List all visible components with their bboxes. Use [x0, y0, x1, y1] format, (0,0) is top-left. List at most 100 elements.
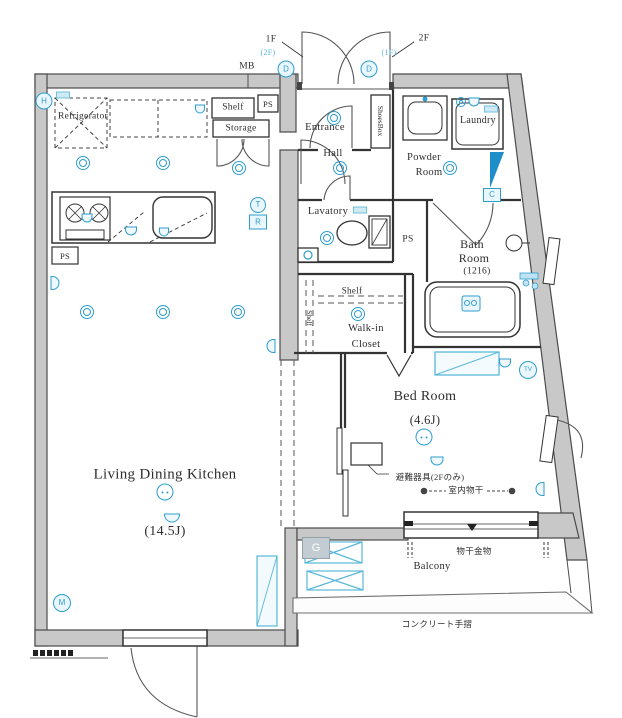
box-g-icon: G: [302, 537, 330, 559]
outlet-circle-icon: [456, 97, 466, 107]
downlight-icon: [156, 156, 170, 170]
circle-h-text: H: [41, 96, 47, 105]
box-c-icon: C: [483, 188, 501, 202]
refrigerator-outline: [54, 97, 208, 149]
outlet-icon: [499, 358, 511, 368]
circle-t-icon: T: [250, 197, 266, 213]
label-shelf-vertical: Shelf: [304, 310, 314, 326]
label-ps-top: PS: [262, 98, 274, 109]
interior-walls: [294, 86, 541, 428]
indoor-drying-marker: [420, 487, 516, 495]
bath-faucet-marks: [519, 272, 539, 290]
ceiling-light-icon: [415, 428, 433, 446]
label-entrance: Entrance: [305, 121, 345, 133]
label-powder-2: Room: [415, 166, 443, 178]
outlet-icon: [468, 97, 480, 107]
label-shelf-top: Shelf: [222, 102, 244, 113]
label-bedroom: Bed Room: [393, 389, 457, 404]
dashed-guides: [280, 280, 403, 528]
spec-tag: [353, 206, 367, 214]
circle-d-right-icon: D: [360, 60, 378, 78]
label-ldk: Living Dining Kitchen: [93, 466, 237, 483]
circle-tv-text: TV: [524, 367, 532, 373]
label-evacuation: 避難器具(2Fのみ): [395, 471, 465, 482]
circle-h-icon: H: [35, 92, 53, 110]
box-r-icon: R: [249, 214, 267, 230]
label-ps-bath: PS: [402, 234, 414, 245]
balcony-slant-edges: [566, 559, 593, 614]
downlight-icon: [231, 305, 245, 319]
label-shelf-walkin: Shelf: [341, 285, 363, 296]
circle-d-left-text: D: [283, 64, 289, 73]
balcony-equipment: [304, 541, 364, 591]
circle-m-icon: M: [53, 594, 71, 612]
kitchen-fitting-icon: [125, 226, 137, 236]
label-laundry: Laundry: [460, 115, 496, 126]
drain-pan-mark: [303, 250, 313, 260]
leader-lines: [30, 41, 415, 659]
pendant-light-icon: [430, 456, 444, 466]
circle-m-text: M: [58, 598, 66, 607]
wall-outlet-icon: [535, 482, 545, 496]
label-1f: 1F: [265, 34, 277, 45]
duct-space-triangle: [490, 152, 504, 188]
stove-fitting-icon: [81, 213, 93, 223]
folding-door-mark: [386, 354, 412, 378]
downlight-icon: [156, 305, 170, 319]
door-swings: [130, 31, 584, 718]
label-indoor-drying: 室内物干: [448, 484, 484, 495]
label-walkin-1: Walk-in: [348, 322, 384, 334]
label-ref-1f: (1F): [381, 48, 397, 57]
concrete-handrail: [292, 591, 594, 614]
sliding-door: [336, 427, 349, 517]
label-storage: Storage: [225, 123, 257, 134]
fix-window-blue: [256, 555, 278, 627]
label-walkin-2: Closet: [351, 338, 381, 350]
circle-t-text: T: [255, 200, 261, 209]
spec-tag: [484, 105, 498, 113]
label-refrigerator: Refrigerator: [57, 111, 109, 122]
circle-tv-icon: TV: [519, 361, 537, 379]
outlet-icon: [195, 104, 205, 114]
spec-tag: [56, 91, 70, 99]
label-mb: MB: [239, 61, 255, 72]
kitchen-fixtures: [51, 191, 216, 265]
label-ps-kitchen: PS: [59, 250, 71, 261]
ac-unit-mark: [434, 351, 500, 376]
evacuation-marker: [350, 442, 389, 475]
box-c-text: C: [489, 190, 495, 199]
downlight-icon: [443, 161, 457, 175]
label-2f: 2F: [418, 33, 430, 44]
downlight-icon: [351, 307, 365, 321]
downlight-icon: [232, 161, 246, 175]
lavatory-fixtures: [336, 215, 391, 249]
label-bath-size: (1216): [463, 266, 491, 277]
box-r-text: R: [255, 217, 261, 226]
label-lavatory: Lavatory: [307, 205, 349, 217]
label-balcony: Balcony: [413, 560, 451, 572]
box-g-text: G: [311, 541, 321, 554]
label-bath-2: Room: [458, 251, 490, 265]
ceiling-light-icon: [156, 483, 174, 501]
label-ldk-size: (14.5J): [144, 524, 186, 539]
label-concrete-rail: コンクリート手摺: [401, 618, 473, 629]
downlight-icon: [80, 305, 94, 319]
wall-outlet-icon: [266, 339, 276, 353]
circle-d-right-text: D: [366, 64, 372, 73]
tub-reheat-mark: [461, 295, 481, 312]
label-hall: Hall: [323, 147, 343, 159]
circle-d-left-icon: D: [277, 60, 295, 78]
downlight-icon: [76, 156, 90, 170]
storage-boxes: [211, 94, 391, 263]
door-jambs: [297, 82, 394, 90]
slant-door-leaf: [539, 414, 559, 464]
label-drying-hardware: 物干金物: [456, 545, 492, 556]
powder-fixtures: [402, 95, 504, 150]
label-bath-1: Bath: [460, 237, 484, 251]
sink-faucet-icon: [159, 227, 169, 237]
label-ref-2f: (2F): [260, 48, 276, 57]
label-shoesbox: ShoesBox: [375, 105, 385, 137]
label-powder-1: Powder: [407, 151, 441, 163]
downlight-icon: [333, 161, 347, 175]
